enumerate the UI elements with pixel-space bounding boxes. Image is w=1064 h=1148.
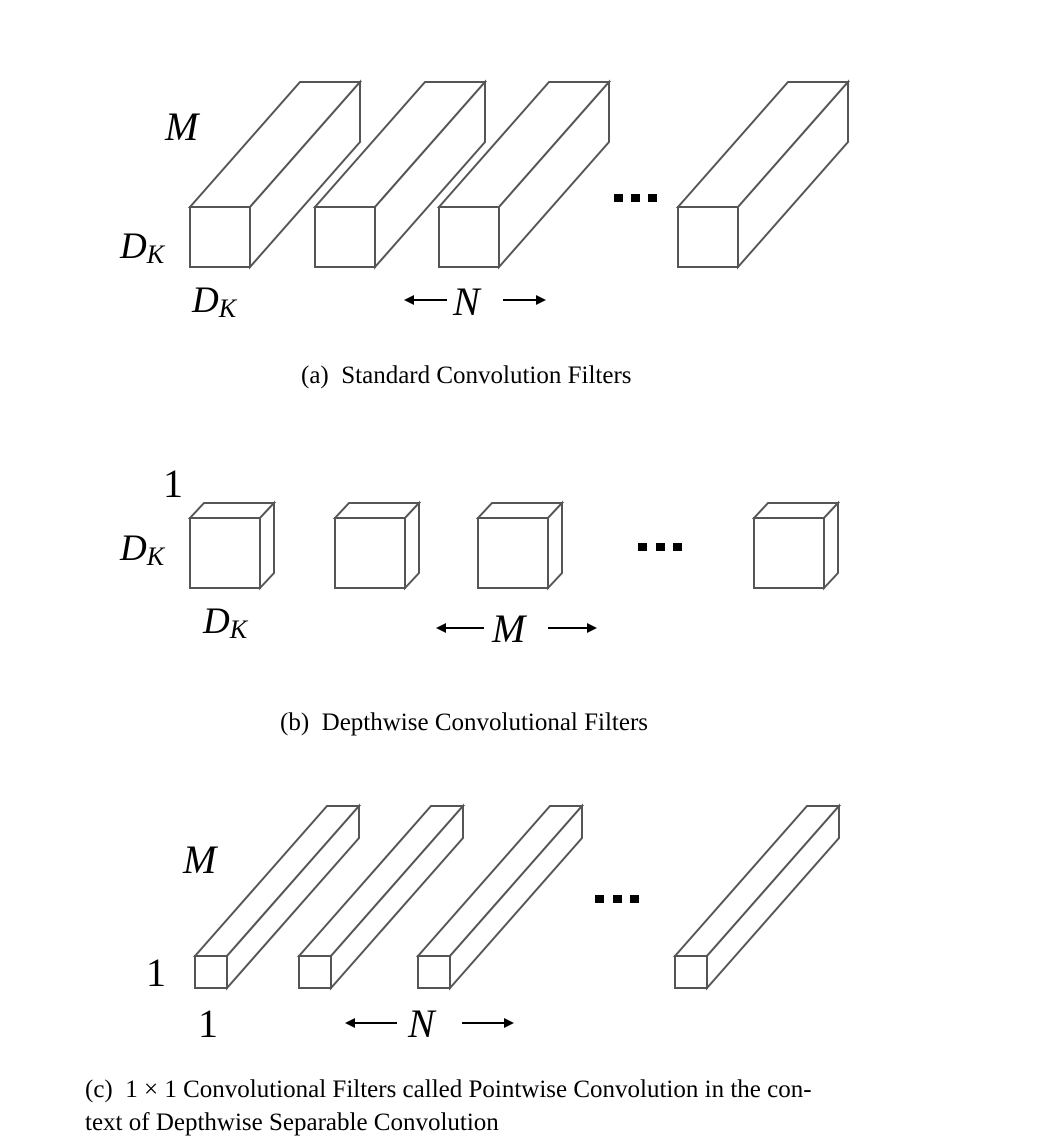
depth-label-one: 1 [163,461,183,506]
pointwise-filter-bar [415,803,585,991]
height-label-dk: DK [119,528,166,571]
count-arrow-right [503,295,546,305]
depthwise-filter-cube [332,500,422,591]
caption-b-tag: (b) [280,709,310,736]
caption-a-text: Standard Convolution Filters [341,362,632,389]
standard-filter-box [436,79,612,270]
count-label-n: N [452,279,482,324]
count-arrow-left [436,623,484,633]
caption-c-text-1: Convolutional Filters called Pointwise C… [183,1076,812,1103]
width-label-dk: DK [191,280,238,323]
count-label-m: M [491,606,528,651]
width-label-one: 1 [198,1001,218,1046]
caption-c-math: 1 × 1 [125,1076,177,1103]
pointwise-filter-bar [296,803,466,991]
caption-c: (c) 1 × 1 Convolutional Filters called P… [85,1073,812,1139]
height-label-one: 1 [146,950,166,995]
standard-filter-box [312,79,488,270]
depthwise-filter-cube [187,500,277,591]
pointwise-filter-bar [672,803,842,991]
depth-label-m: M [182,837,219,882]
depth-label-m: M [164,104,201,149]
standard-filter-box [675,79,851,270]
caption-a: (a) Standard Convolution Filters [301,359,632,392]
caption-b: (b) Depthwise Convolutional Filters [280,706,648,739]
panel-c-pointwise-filters: M 1 1 N [146,803,842,1046]
caption-a-tag: (a) [301,362,329,389]
ellipsis-dots [638,543,682,551]
caption-c-line-2: text of Depthwise Separable Convolution [85,1109,499,1136]
panel-a-standard-filters: M DK DK N [119,79,851,324]
ellipsis-dots [595,895,639,903]
caption-c-tag: (c) [85,1076,113,1103]
count-label-n: N [407,1001,437,1046]
depthwise-filter-cube [751,500,841,591]
caption-b-text: Depthwise Convolutional Filters [321,709,649,736]
caption-c-line-1: (c) 1 × 1 Convolutional Filters called P… [85,1073,812,1106]
count-arrow-left [404,295,447,305]
panel-b-depthwise-filters: 1 DK DK M [119,461,841,651]
height-label-dk: DK [119,226,166,269]
width-label-dk: DK [202,601,249,644]
ellipsis-dots [614,194,657,202]
count-arrow-right [462,1018,514,1028]
count-arrow-left [345,1018,397,1028]
pointwise-filter-bar [192,803,362,991]
standard-filter-box [187,79,363,270]
depthwise-filter-cube [475,500,565,591]
count-arrow-right [548,623,597,633]
